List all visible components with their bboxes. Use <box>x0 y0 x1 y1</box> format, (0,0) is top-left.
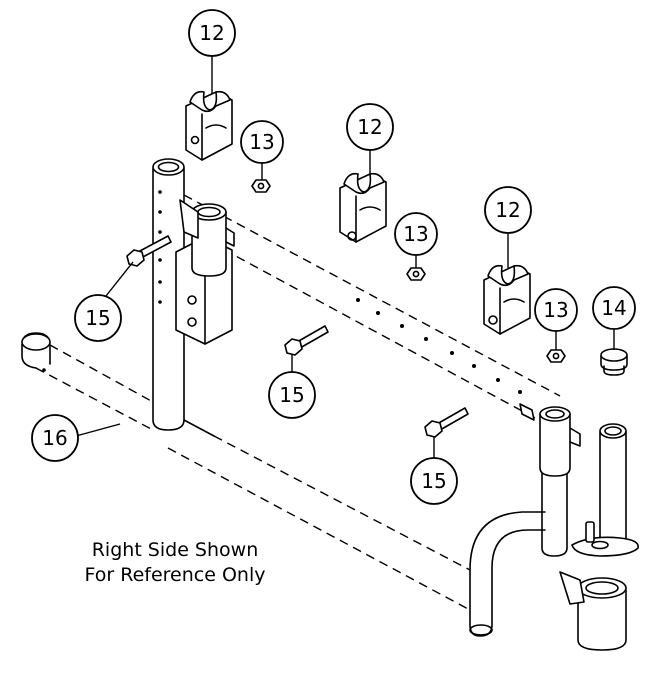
frame-assembly <box>21 158 639 651</box>
caption-line-2: For Reference Only <box>84 564 266 586</box>
callout-15-c: 15 <box>410 457 458 505</box>
bolt-part-15-c <box>424 407 469 438</box>
bolt-part-15-a <box>126 235 172 267</box>
nut-part-13-c <box>546 349 566 363</box>
svg-text:13: 13 <box>403 222 428 246</box>
callout-14: 14 <box>592 286 636 330</box>
svg-text:15: 15 <box>421 469 446 493</box>
callout-15-a: 15 <box>74 294 122 342</box>
callout-13-c: 13 <box>534 288 578 332</box>
end-cap-part-14 <box>600 348 628 376</box>
receiver-clip <box>179 199 199 239</box>
caster-pin <box>585 521 595 543</box>
front-curved-tube <box>469 529 546 637</box>
callout-15-b: 15 <box>268 371 316 419</box>
svg-text:16: 16 <box>42 426 67 450</box>
reference-caption: Right Side Shown For Reference Only <box>40 538 310 588</box>
svg-text:12: 12 <box>199 21 224 45</box>
svg-text:15: 15 <box>85 306 110 330</box>
bottom-rail-lower-edge <box>167 447 471 611</box>
bottom-rail-upper-edge <box>213 435 471 571</box>
svg-text:12: 12 <box>357 115 382 139</box>
left-vertical-post <box>152 167 185 431</box>
caption-line-1: Right Side Shown <box>91 539 259 561</box>
bolt-part-15-b <box>284 325 329 356</box>
svg-text:13: 13 <box>543 298 568 322</box>
front-receiver-assembly <box>519 403 581 477</box>
receiver-cylinder <box>191 211 227 277</box>
svg-text:15: 15 <box>279 383 304 407</box>
left-post-top-opening <box>152 158 185 176</box>
left-post-bracket-assembly <box>175 199 235 345</box>
callout-13-b: 13 <box>394 212 438 256</box>
left-post-holes <box>158 190 162 304</box>
nut-part-13-a <box>251 179 271 193</box>
front-receiver-cylinder <box>539 413 571 477</box>
top-rail-lower-edge <box>183 227 549 426</box>
callout-12-c: 12 <box>484 186 532 234</box>
leader-lines <box>75 56 615 460</box>
caster-housing <box>577 589 627 651</box>
bottom-tube-lower-edge <box>35 367 154 431</box>
right-post-top-opening <box>599 423 627 439</box>
clamp-part-12-c <box>483 264 531 335</box>
svg-text:12: 12 <box>495 198 520 222</box>
callout-16: 16 <box>31 414 79 462</box>
front-vertical-tube <box>541 439 568 557</box>
nut-part-13-b <box>406 267 426 281</box>
svg-text:13: 13 <box>249 130 274 154</box>
top-rail-holes <box>356 298 522 394</box>
callout-12-b: 12 <box>346 103 394 151</box>
bottom-tube-upper-edge <box>49 344 154 403</box>
right-vertical-post <box>599 431 627 541</box>
caster-plate <box>571 536 639 557</box>
clamp-part-12-a <box>185 90 233 161</box>
callout-12-a: 12 <box>188 9 236 57</box>
callout-13-a: 13 <box>240 120 284 164</box>
clamp-part-12-b <box>339 172 387 243</box>
svg-text:14: 14 <box>601 296 626 320</box>
caster-housing-lever <box>559 571 585 605</box>
top-rail-upper-edge <box>183 194 561 397</box>
